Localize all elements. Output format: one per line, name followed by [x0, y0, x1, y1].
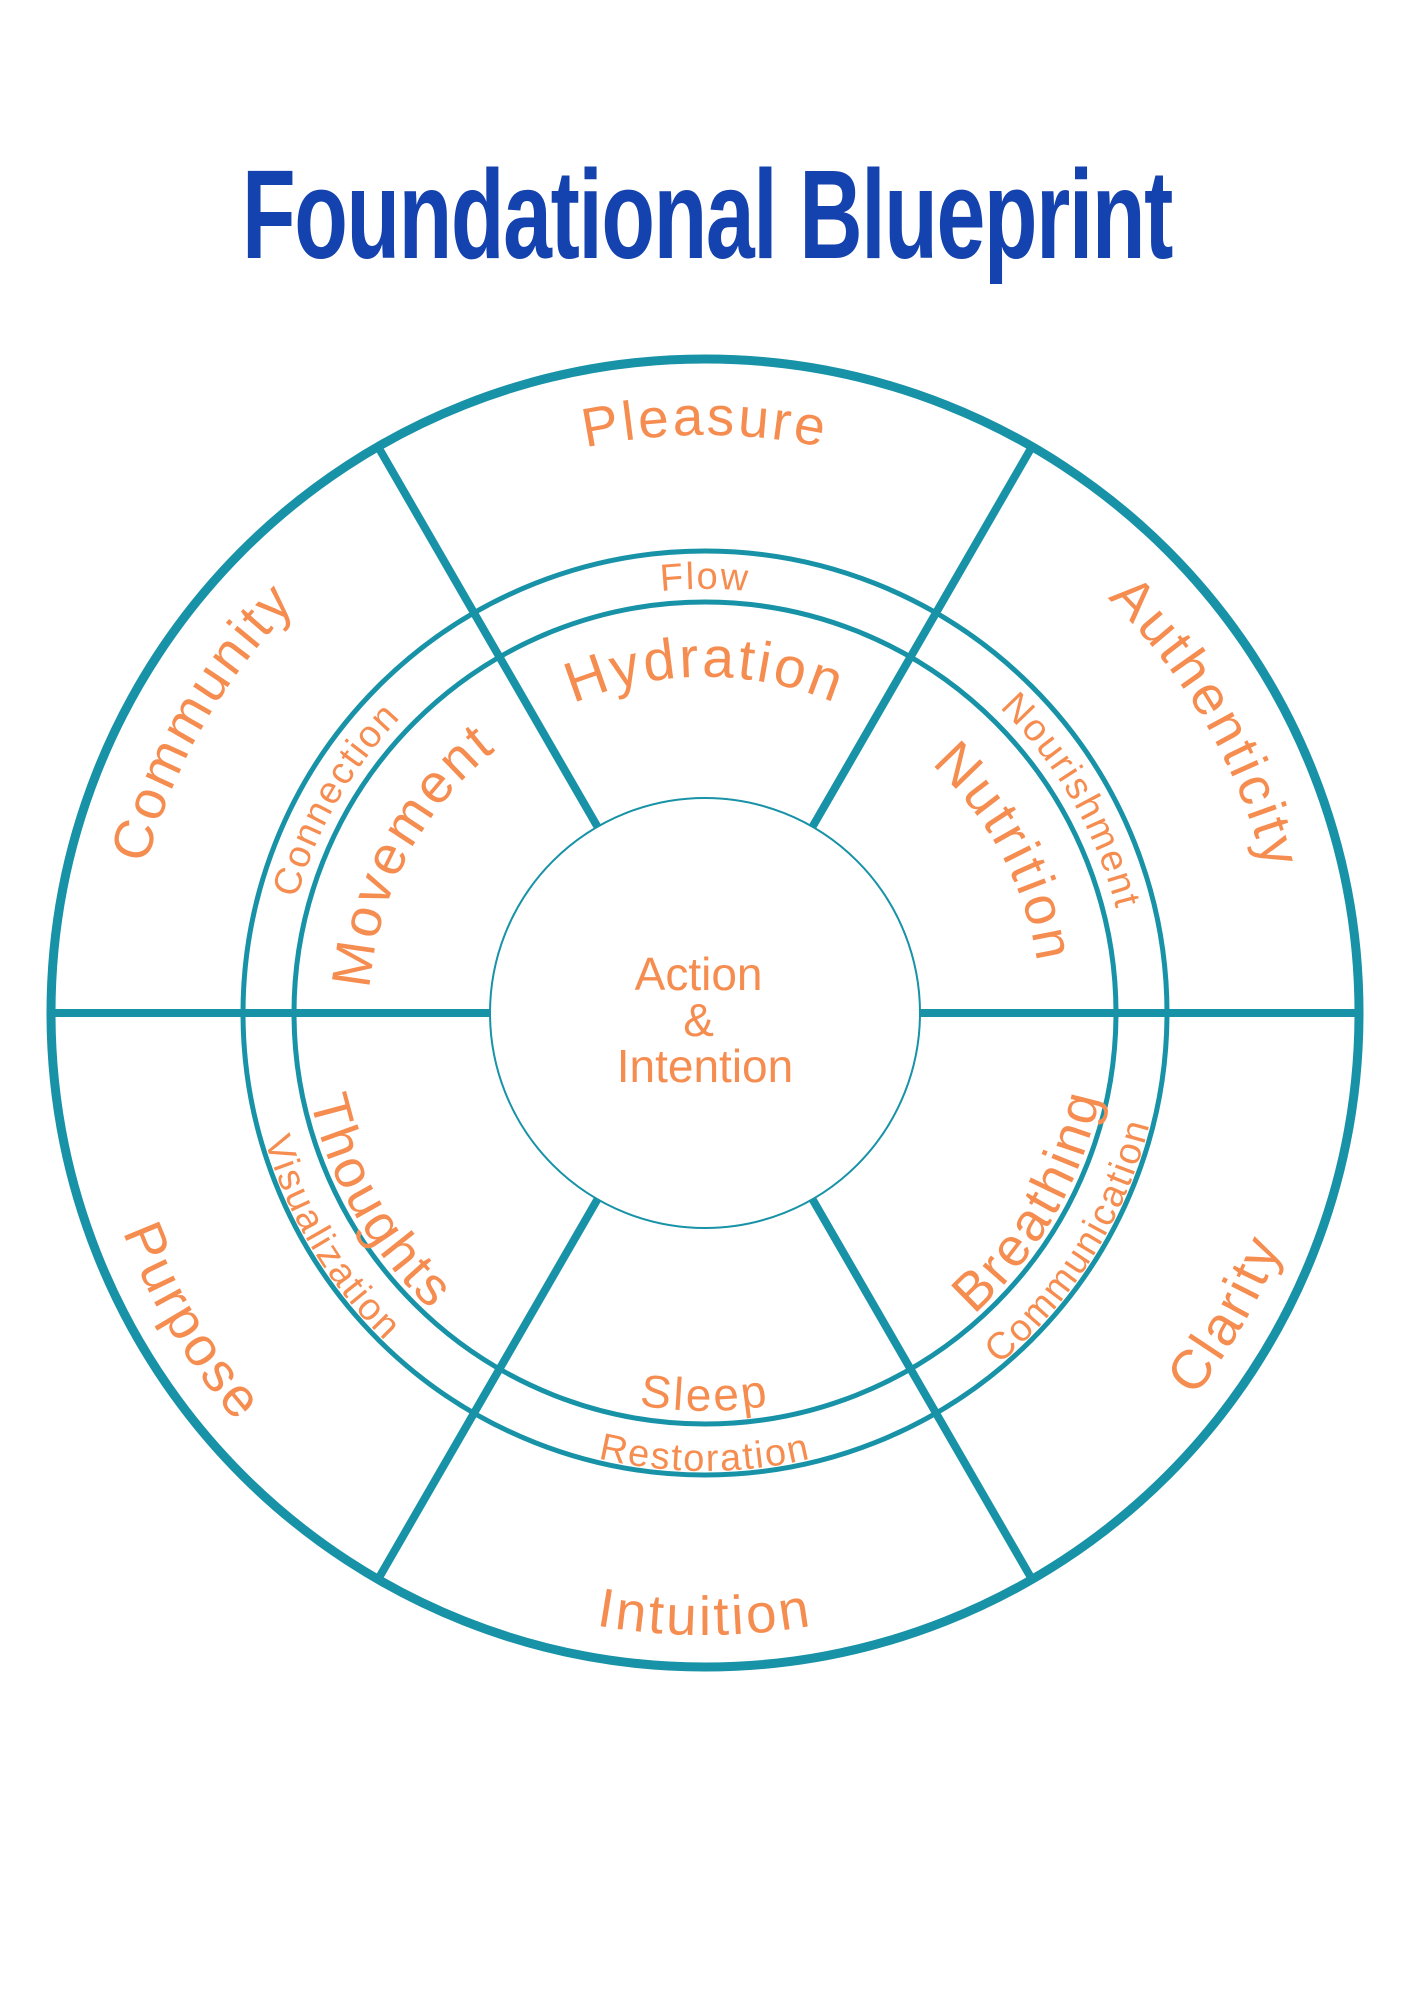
sector-divider-top-left: [374, 444, 601, 829]
svg-text:Flow: Flow: [658, 556, 751, 600]
label-restoration: Restoration: [596, 1426, 812, 1480]
svg-text:Intuition: Intuition: [594, 1576, 816, 1647]
svg-text:Community: Community: [98, 569, 306, 868]
label-hydration: Hydration: [556, 625, 852, 715]
svg-text:Restoration: Restoration: [596, 1426, 814, 1480]
sector-divider-top-right: [809, 444, 1036, 829]
label-community: Community: [98, 569, 303, 868]
svg-text:Pleasure: Pleasure: [577, 385, 834, 459]
label-pleasure: Pleasure: [577, 385, 831, 459]
svg-text:Hydration: Hydration: [556, 625, 855, 715]
svg-text:Sleep: Sleep: [638, 1364, 773, 1421]
label-clarity: Clarity: [1154, 1225, 1290, 1404]
label-sleep: Sleep: [638, 1364, 770, 1421]
label-intuition: Intuition: [594, 1576, 813, 1647]
label-flow: Flow: [658, 556, 749, 600]
center-label: Action & Intention: [617, 948, 793, 1092]
label-purpose: Purpose: [111, 1213, 273, 1432]
sector-divider-bottom-right: [809, 1197, 1036, 1582]
center-label-line2: &: [683, 994, 714, 1046]
sector-divider-bottom-left: [374, 1197, 601, 1582]
page-title: Foundational Blueprint: [242, 144, 1173, 285]
svg-text:Purpose: Purpose: [111, 1213, 276, 1432]
center-label-line3: Intention: [617, 1040, 793, 1092]
arc-hydration: [380, 677, 1029, 926]
center-label-line1: Action: [635, 948, 763, 1000]
svg-text:Clarity: Clarity: [1154, 1225, 1293, 1404]
